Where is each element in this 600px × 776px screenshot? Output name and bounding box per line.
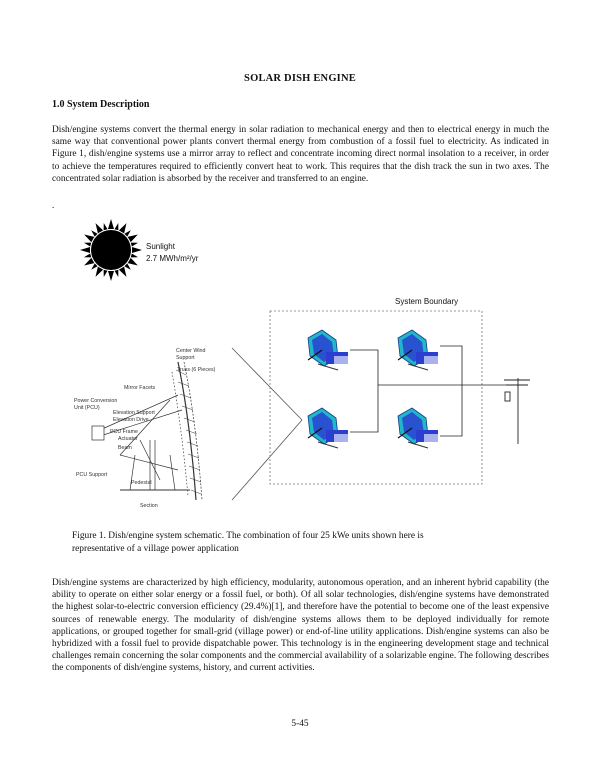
label-elevation-drive: Elevation Drive <box>113 417 149 423</box>
zoom-line-top <box>231 347 303 421</box>
dish-unit-icon <box>397 329 438 371</box>
label-pedestal: Pedestal <box>131 480 152 486</box>
label-section: Section <box>140 503 158 509</box>
dish-unit-icon <box>307 407 348 449</box>
label-pcu-frame: PCU Frame <box>110 429 138 435</box>
sun-icon <box>80 219 142 281</box>
label-beam: Beam <box>118 445 132 451</box>
system-boundary-box <box>269 310 483 485</box>
page-title: SOLAR DISH ENGINE <box>244 73 356 84</box>
paragraph-intro: Dish/engine systems convert the thermal … <box>52 125 549 184</box>
label-elevation-support: Elevation Support <box>113 410 155 416</box>
label-pcu-support: PCU Support <box>76 472 108 478</box>
stray-mark: . <box>52 200 55 210</box>
dish-unit-icon <box>307 329 348 371</box>
zoom-line-bottom <box>231 419 303 501</box>
label-mirror-facets: Mirror Facets <box>124 385 156 391</box>
sunlight-label: Sunlight 2.7 MWh/m²/yr <box>146 242 199 263</box>
utility-pole-icon <box>504 378 530 444</box>
system-boundary-label: System Boundary <box>395 297 459 306</box>
wiring-lines <box>350 345 512 437</box>
dish-schematic <box>91 361 203 501</box>
label-support: Support <box>176 355 195 361</box>
section-heading: 1.0 System Description <box>52 99 150 110</box>
dish-unit-icon <box>397 407 438 449</box>
label-pcu-1: Power Conversion <box>74 398 118 404</box>
paragraph-characteristics: Dish/engine systems are characterized by… <box>52 578 549 674</box>
label-pcu-2: Unit (PCU) <box>74 405 100 411</box>
label-actuator: Actuator <box>118 436 138 442</box>
page-number: 5-45 <box>291 719 309 729</box>
figure-caption: Figure 1. Dish/engine system schematic. … <box>72 531 424 554</box>
label-truss: Truss (6 Pieces) <box>177 367 216 373</box>
label-center-wind: Center Wind <box>176 348 206 354</box>
